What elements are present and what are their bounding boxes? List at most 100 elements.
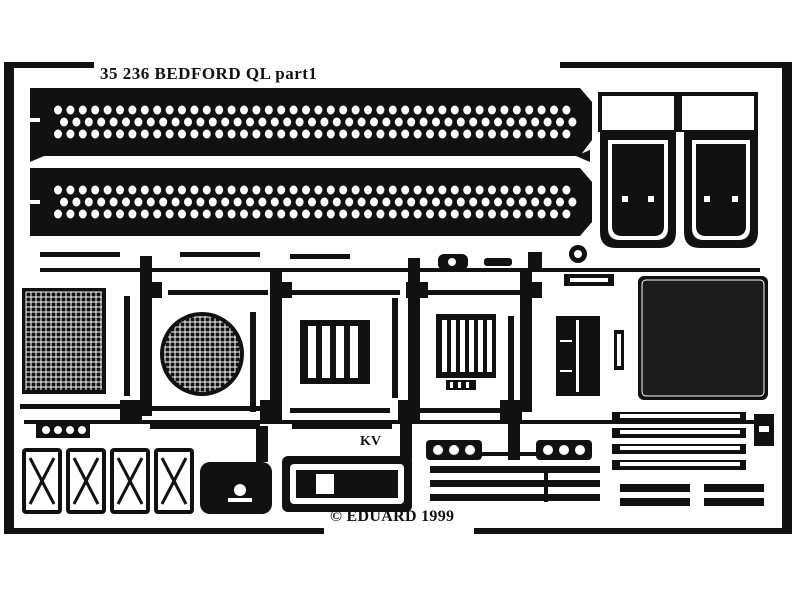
perforation-hole <box>550 105 558 115</box>
perforation-hole <box>227 129 236 139</box>
perforation-hole <box>308 197 316 207</box>
perforation-hole <box>345 197 354 207</box>
perforation-hole <box>227 209 236 219</box>
perforation-hole <box>494 197 502 207</box>
perforation-hole <box>388 185 397 195</box>
narrow-strip <box>614 330 624 370</box>
perforation-hole <box>426 105 434 115</box>
perforation-hole <box>264 185 273 195</box>
perforation-hole <box>488 129 496 139</box>
small-fittings <box>438 245 614 286</box>
perforation-hole <box>326 105 335 115</box>
perforation-hole <box>556 197 564 207</box>
perforation-hole <box>308 117 316 127</box>
perforation-hole <box>506 117 515 127</box>
perforation-hole <box>426 129 434 139</box>
perforation-hole <box>240 209 248 219</box>
perforation-hole <box>426 209 434 219</box>
perforation-hole <box>196 117 205 127</box>
perforation-hole <box>550 129 558 139</box>
perforation-hole <box>562 185 571 195</box>
perforation-hole <box>91 105 100 115</box>
perforation-hole <box>413 209 422 219</box>
perforation-hole <box>227 185 236 195</box>
copyright-text: © EDUARD 1999 <box>330 508 455 525</box>
perforation-hole <box>376 129 385 139</box>
perforation-hole <box>500 129 509 139</box>
perforation-hole <box>221 117 230 127</box>
perforation-hole <box>494 117 502 127</box>
perforation-hole <box>109 197 118 207</box>
perforation-hole <box>258 117 267 127</box>
perforation-hole <box>376 185 385 195</box>
perforation-hole <box>66 209 75 219</box>
perforation-hole <box>165 105 174 115</box>
perforation-hole <box>302 105 310 115</box>
clip-group-right <box>536 440 592 460</box>
perforation-hole <box>252 185 261 195</box>
perforation-hole <box>215 129 224 139</box>
perforation-hole <box>351 129 360 139</box>
perforation-hole <box>531 197 540 207</box>
clip-group-mid <box>426 440 482 460</box>
perforation-hole <box>413 105 422 115</box>
perforation-hole <box>270 197 279 207</box>
perforation-hole <box>450 185 459 195</box>
slotted-panel-a <box>300 320 370 384</box>
perforation-hole <box>128 105 137 115</box>
perforation-hole <box>314 129 323 139</box>
perforation-hole <box>463 105 472 115</box>
perforation-hole <box>438 209 447 219</box>
perforation-hole <box>388 129 397 139</box>
perforation-hole <box>463 129 472 139</box>
slot <box>442 320 447 372</box>
perforation-hole <box>407 197 416 207</box>
perforation-hole <box>66 105 75 115</box>
perforation-hole <box>97 197 106 207</box>
perforation-hole <box>72 117 81 127</box>
perforation-hole <box>165 129 174 139</box>
perforation-hole <box>543 117 552 127</box>
vertical-slat-panel <box>556 316 600 396</box>
perforation-hole <box>208 117 217 127</box>
perforation-hole <box>537 209 546 219</box>
perforation-hole <box>339 129 348 139</box>
perforation-hole <box>178 209 186 219</box>
perforation-hole <box>488 185 496 195</box>
perforation-hole <box>562 209 571 219</box>
perforation-hole <box>116 105 124 115</box>
perforation-hole <box>184 197 192 207</box>
perforation-hole <box>240 105 248 115</box>
perforation-hole <box>562 105 571 115</box>
perforation-hole <box>370 197 378 207</box>
perforation-hole <box>518 197 527 207</box>
perforation-hole <box>103 129 112 139</box>
perforation-hole <box>252 209 261 219</box>
window-frame-plate <box>282 456 412 512</box>
perforation-hole <box>351 185 360 195</box>
perforation-hole <box>426 185 434 195</box>
perforation-hole <box>326 185 335 195</box>
perforation-hole <box>314 105 323 115</box>
perforation-hole <box>456 197 465 207</box>
perforation-hole <box>103 209 112 219</box>
perforation-hole <box>122 117 130 127</box>
perforation-hole <box>388 209 397 219</box>
perforation-hole <box>351 105 360 115</box>
perforation-hole <box>190 209 199 219</box>
perforation-hole <box>568 197 577 207</box>
perforation-hole <box>91 185 100 195</box>
perforation-hole <box>512 105 521 115</box>
perforation-hole <box>277 129 286 139</box>
perforation-hole <box>364 105 372 115</box>
perforation-hole <box>302 209 310 219</box>
perforation-hole <box>332 117 341 127</box>
perforation-hole <box>264 209 273 219</box>
perforation-hole <box>60 197 68 207</box>
perforation-hole <box>140 185 149 195</box>
perforation-hole <box>444 117 453 127</box>
perforation-hole <box>364 185 372 195</box>
perforation-hole <box>78 105 87 115</box>
perforation-hole <box>202 209 211 219</box>
